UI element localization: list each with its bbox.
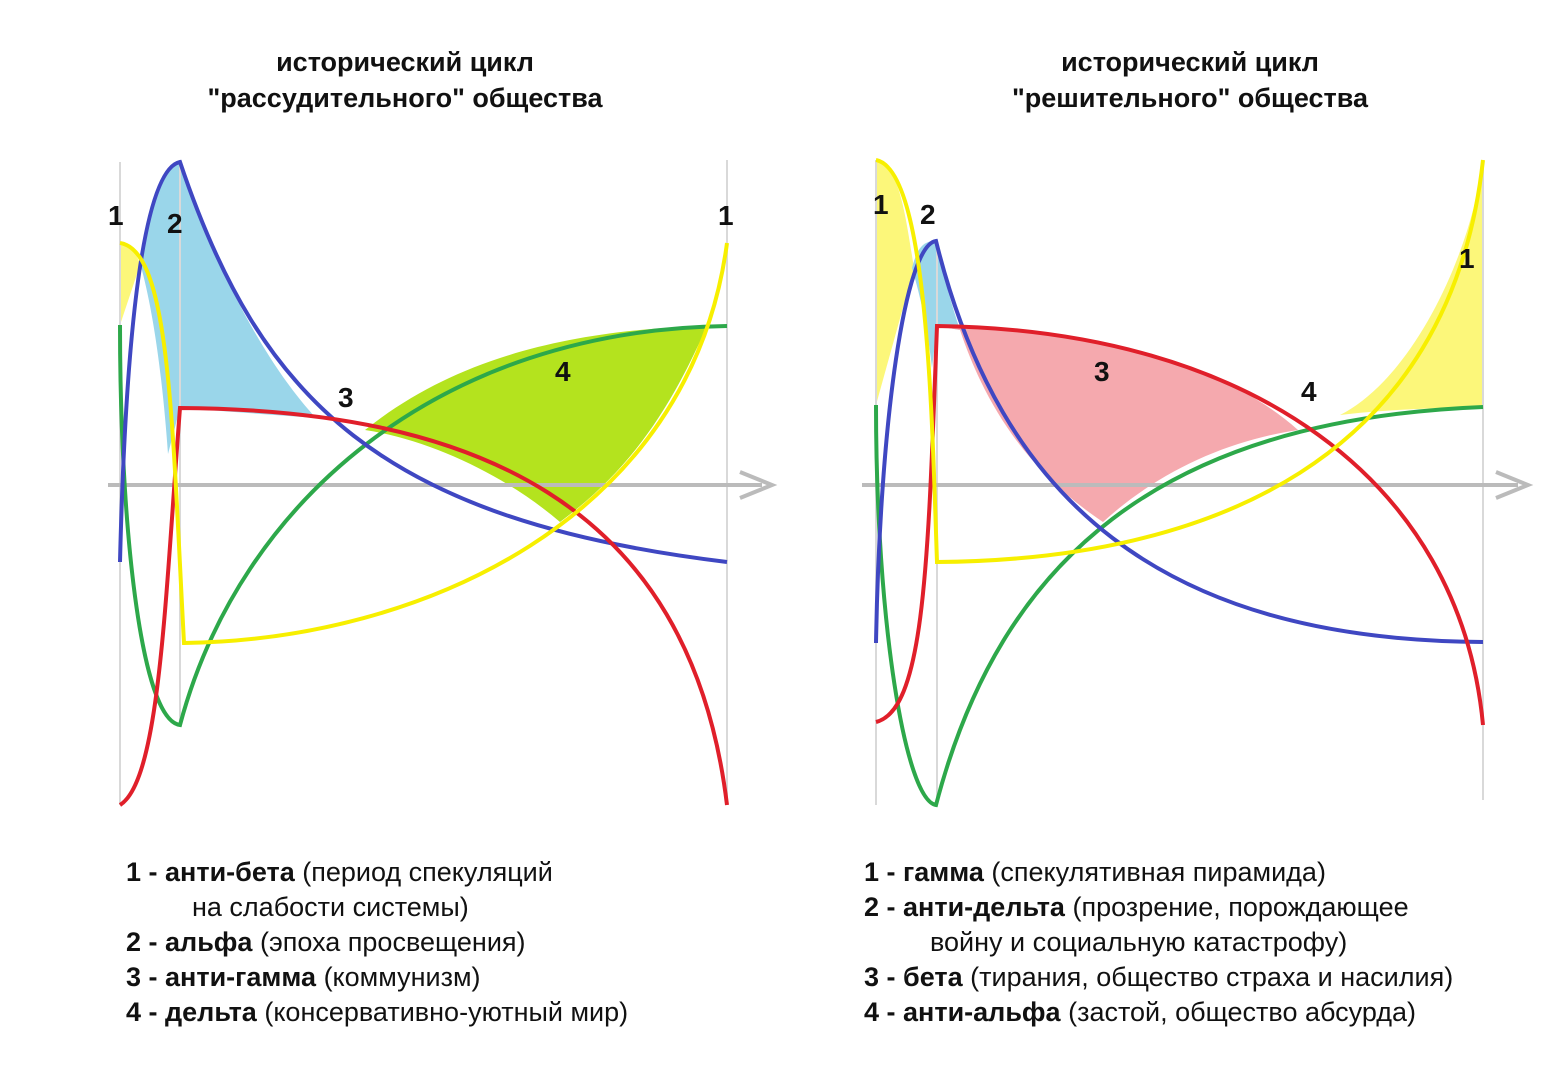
left-green-curve [118, 324, 728, 728]
left-legend-desc: (эпоха просвещения) [259, 927, 526, 957]
right-legend-term: бета [903, 962, 963, 992]
right-green-curve [874, 404, 1484, 808]
left-region-4-fill [365, 326, 707, 522]
left-legend-num: 2 - [126, 927, 158, 957]
right-legend-item-2: 2 - анти-дельта (прозрение, порождающее [864, 890, 1453, 925]
right-legend-num: 4 - [864, 997, 896, 1027]
right-legend-desc: (застой, общество абсурда) [1068, 997, 1417, 1027]
left-legend-desc: (коммунизм) [323, 962, 481, 992]
left-red-curve [118, 405, 729, 807]
left-region-1-fill [120, 243, 140, 325]
left-title-line2: "рассудительного" общества [207, 83, 603, 113]
left-label-4: 4 [555, 356, 571, 387]
left-legend-term: альфа [165, 927, 253, 957]
right-legend: 1 - гамма (спекулятивная пирамида) 2 - а… [864, 855, 1453, 1030]
left-title-line1: исторический цикл [276, 47, 534, 77]
left-legend-desc: (консервативно-уютный мир) [264, 997, 629, 1027]
right-yellow-curve [875, 158, 1485, 565]
right-red-curve [875, 323, 1485, 726]
right-legend-num: 1 - [864, 857, 896, 887]
right-legend-term: анти-альфа [903, 997, 1061, 1027]
right-region-1b-fill [1340, 160, 1483, 415]
right-diagram: 1 2 3 4 1 [862, 158, 1534, 808]
right-legend-item-3: 3 - бета (тирания, общество страха и нас… [864, 960, 1453, 995]
left-legend-term: дельта [165, 997, 257, 1027]
right-legend-item-1: 1 - гамма (спекулятивная пирамида) [864, 855, 1453, 890]
left-legend-item-1: 1 - анти-бета (период спекуляций [126, 855, 628, 890]
left-yellow-curve [119, 241, 729, 646]
right-panel-title: исторический цикл "решительного" обществ… [890, 44, 1490, 116]
left-label-3: 3 [338, 382, 354, 413]
left-panel-title: исторический цикл "рассудительного" обще… [105, 44, 705, 116]
right-legend-desc: (тирания, общество страха и насилия) [970, 962, 1454, 992]
right-label-1b: 1 [1459, 243, 1475, 274]
left-legend-item-3: 3 - анти-гамма (коммунизм) [126, 960, 628, 995]
right-label-2: 2 [920, 199, 936, 230]
left-legend-item-4: 4 - дельта (консервативно-уютный мир) [126, 995, 628, 1030]
left-region-2-fill [140, 162, 316, 454]
right-title-line1: исторический цикл [1061, 47, 1319, 77]
left-legend: 1 - анти-бета (период спекуляций на слаб… [126, 855, 628, 1030]
right-legend-item-2-cont: войну и социальную катастрофу) [930, 927, 1348, 957]
left-legend-num: 4 - [126, 997, 158, 1027]
left-legend-desc: (период спекуляций [302, 857, 553, 887]
left-axis-arrow-icon [739, 470, 778, 500]
right-axis-arrow-icon [1495, 470, 1534, 500]
right-title-line2: "решительного" общества [1012, 83, 1368, 113]
left-legend-num: 3 - [126, 962, 158, 992]
right-legend-num: 2 - [864, 892, 896, 922]
right-legend-term: гамма [903, 857, 984, 887]
right-region-1a-fill [876, 160, 914, 405]
right-label-3: 3 [1094, 356, 1110, 387]
right-label-4: 4 [1301, 376, 1317, 407]
right-legend-desc: (спекулятивная пирамида) [991, 857, 1326, 887]
left-label-2: 2 [167, 208, 183, 239]
right-label-1a: 1 [873, 189, 889, 220]
right-legend-item-4: 4 - анти-альфа (застой, общество абсурда… [864, 995, 1453, 1030]
right-legend-num: 3 - [864, 962, 896, 992]
left-diagram: 1 2 3 4 1 [108, 159, 778, 807]
right-region-3-fill [937, 326, 1298, 522]
left-label-1b: 1 [718, 200, 734, 231]
right-legend-term: анти-дельта [903, 892, 1065, 922]
right-blue-curve [874, 238, 1484, 644]
left-blue-curve [118, 159, 728, 564]
left-legend-num: 1 - [126, 857, 158, 887]
left-legend-term: анти-бета [165, 857, 295, 887]
left-legend-item-2: 2 - альфа (эпоха просвещения) [126, 925, 628, 960]
left-legend-item-1-cont: на слабости системы) [192, 892, 469, 922]
left-legend-term: анти-гамма [165, 962, 317, 992]
right-legend-desc: (прозрение, порождающее [1072, 892, 1409, 922]
left-label-1a: 1 [108, 200, 124, 231]
